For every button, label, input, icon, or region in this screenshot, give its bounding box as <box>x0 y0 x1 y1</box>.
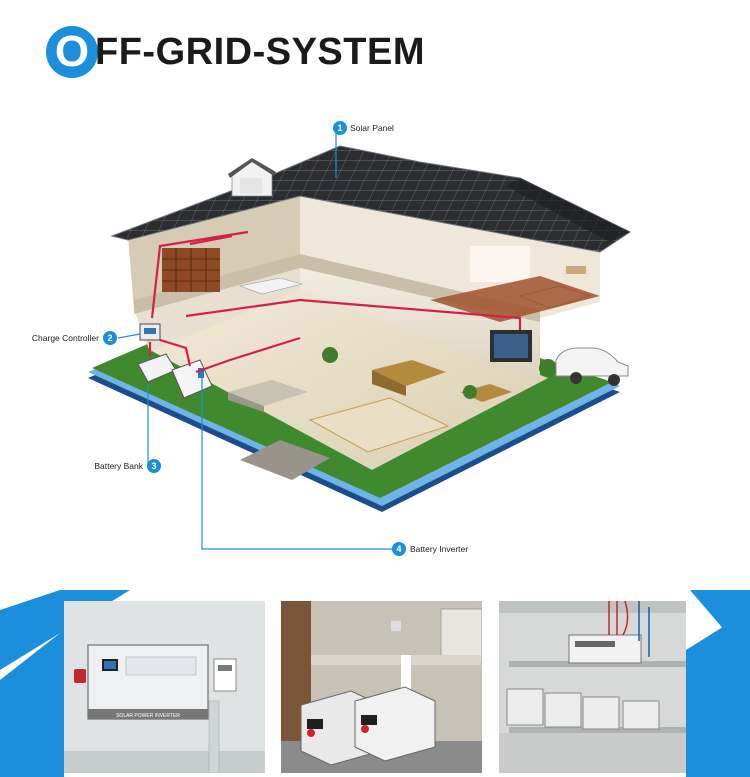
upper-floor <box>128 196 600 322</box>
wiring <box>148 230 522 374</box>
car <box>555 347 629 386</box>
callout-label: Solar Panel <box>350 123 394 133</box>
callout-label: Battery Inverter <box>410 544 468 554</box>
callout-lines <box>117 128 392 550</box>
callout-badge <box>392 542 406 556</box>
callout-label: Battery Bank <box>94 461 143 471</box>
callout-badge <box>103 331 117 345</box>
callout-battery-inverter: 4 Battery Inverter <box>392 542 468 556</box>
title-badge: O <box>46 26 98 78</box>
callout-badge <box>147 459 161 473</box>
roof-solar-panels <box>110 145 632 253</box>
photo-two-inverters <box>281 601 482 773</box>
photo-battery-cabinet <box>499 601 686 773</box>
page-title: O FF-GRID-SYSTEM <box>46 24 425 80</box>
inverter-panel-label: SOLAR POWER INVERTER <box>116 713 180 719</box>
photo-wall-inverter: SOLAR POWER INVERTER <box>64 601 265 773</box>
ground <box>88 278 620 512</box>
callout-number: 1 <box>337 123 342 133</box>
title-text: FF-GRID-SYSTEM <box>95 30 425 73</box>
callout-badge <box>333 121 347 135</box>
callout-number: 2 <box>107 333 112 343</box>
callout-battery-bank: 3 Battery Bank <box>94 459 161 473</box>
callout-label: Charge Controller <box>32 333 99 343</box>
callout-number: 3 <box>151 461 156 471</box>
callout-solar-panel: 1 Solar Panel <box>333 121 394 135</box>
callout-charge-controller: 2 Charge Controller <box>32 331 117 345</box>
callout-number: 4 <box>396 544 401 554</box>
house-illustration: 1 Solar Panel 2 Charge Controller 3 Batt… <box>32 121 632 556</box>
